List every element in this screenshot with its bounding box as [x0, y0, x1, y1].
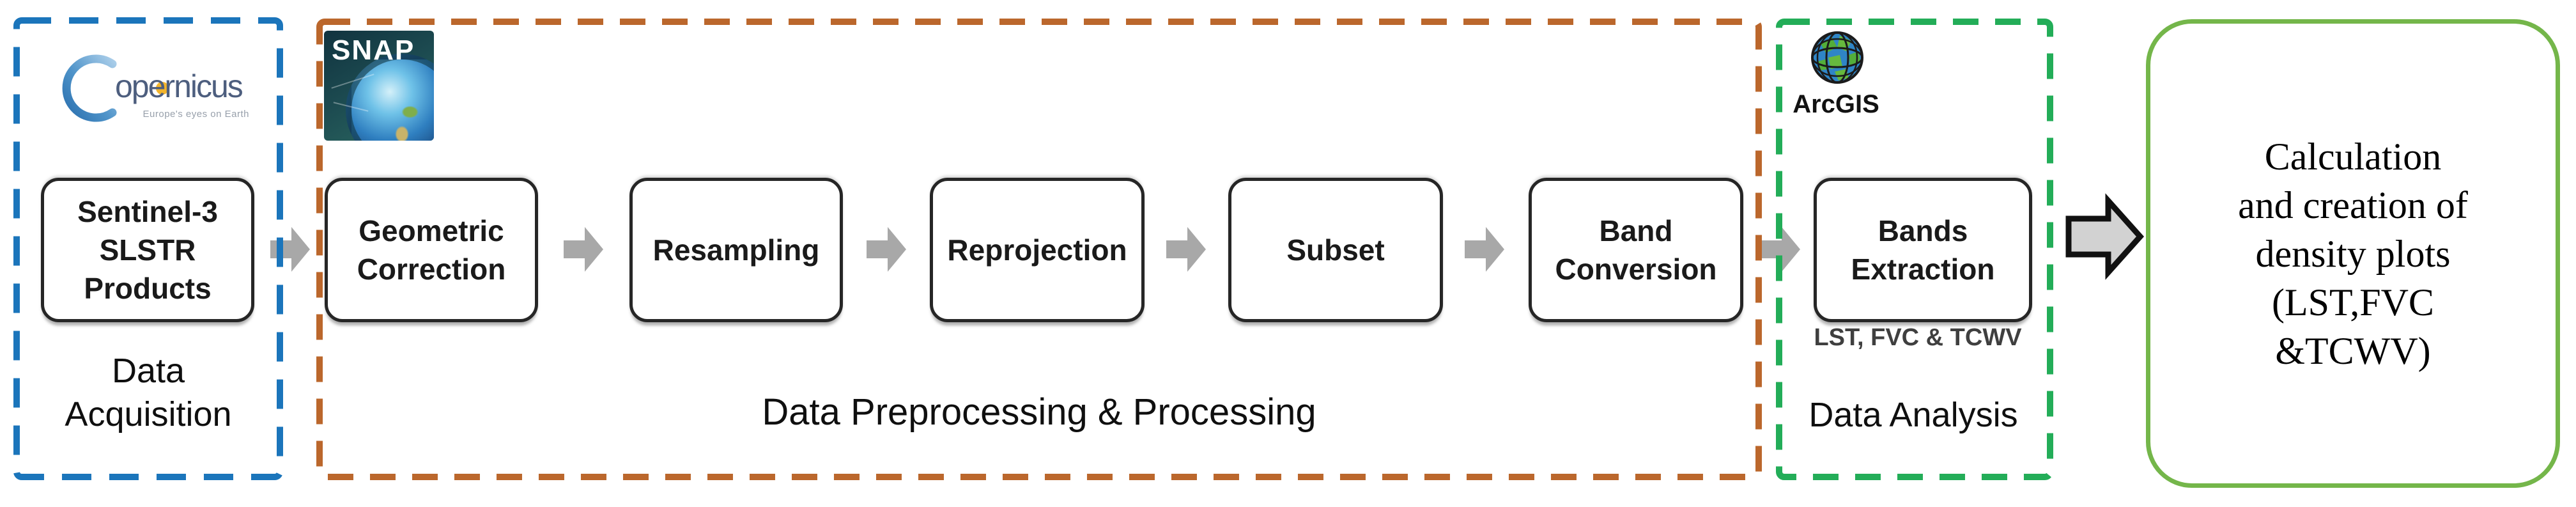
- arcgis-logo: ArcGIS: [1788, 29, 1884, 120]
- analysis-dashed-border: [1776, 19, 2053, 480]
- flow-arrow-3-icon: [867, 227, 906, 272]
- snap-logo: SNAP: [324, 31, 434, 141]
- output-text-line: Calculation: [2264, 135, 2442, 178]
- step-sentinel3-slstr-products: Sentinel-3 SLSTR Products: [41, 178, 254, 322]
- step-label-line: Reprojection: [947, 233, 1127, 267]
- bands-extraction-sublabel: LST, FVC & TCWV: [1814, 324, 2022, 351]
- acquisition-section-label: Data Acquisition: [14, 349, 282, 436]
- copernicus-arc-icon: [62, 54, 117, 122]
- step-label-line: SLSTR: [99, 233, 196, 267]
- snap-globe-icon: [346, 54, 434, 141]
- output-text-line: and creation of: [2238, 183, 2468, 226]
- snap-wordmark: SNAP: [332, 35, 415, 66]
- acquisition-dashed-border: [13, 17, 283, 480]
- output-text: Calculation and creation of density plot…: [2238, 132, 2468, 375]
- output-box: Calculation and creation of density plot…: [2146, 19, 2560, 488]
- flow-arrow-4-icon: [1166, 227, 1206, 272]
- copernicus-logo: opernicus Europe's eyes on Earth: [59, 49, 251, 124]
- step-label-line: Conversion: [1555, 253, 1717, 286]
- step-reprojection: Reprojection: [930, 178, 1145, 322]
- step-label-line: Band: [1599, 214, 1673, 247]
- flow-arrows: [270, 227, 1800, 272]
- flow-arrow-5-icon: [1465, 227, 1504, 272]
- step-label-line: Extraction: [1851, 253, 1995, 286]
- arcgis-globe-icon: [1809, 29, 1865, 89]
- step-label-line: Sentinel-3: [77, 195, 218, 228]
- step-label-line: Subset: [1286, 233, 1385, 267]
- acquisition-label-line: Acquisition: [65, 395, 232, 433]
- flow-arrow-2-icon: [564, 227, 603, 272]
- step-subset: Subset: [1228, 178, 1443, 322]
- processing-dashed-border: [316, 19, 1762, 480]
- big-arrow-icon: [2065, 193, 2145, 280]
- step-geometric-correction: Geometric Correction: [325, 178, 538, 322]
- analysis-section-label: Data Analysis: [1809, 396, 2018, 434]
- copernicus-wordmark: opernicus: [115, 68, 243, 104]
- step-label-line: Products: [84, 272, 212, 305]
- output-text-line: &TCWV): [2275, 329, 2431, 372]
- arcgis-wordmark: ArcGIS: [1793, 90, 1879, 118]
- step-label-line: Bands: [1878, 214, 1968, 247]
- step-resampling: Resampling: [629, 178, 843, 322]
- flow-arrow-6-icon: [1761, 227, 1800, 272]
- step-label-line: Correction: [357, 253, 506, 286]
- output-text-line: density plots: [2255, 232, 2451, 275]
- step-label-line: Geometric: [359, 214, 504, 247]
- processing-section-label: Data Preprocessing & Processing: [762, 391, 1316, 433]
- acquisition-label-line: Data: [111, 352, 185, 390]
- step-band-conversion: Band Conversion: [1529, 178, 1743, 322]
- copernicus-tagline: Europe's eyes on Earth: [143, 109, 249, 120]
- step-bands-extraction: Bands Extraction: [1814, 178, 2032, 322]
- copernicus-dot-icon: [156, 82, 169, 95]
- output-text-line: (LST,FVC: [2272, 281, 2434, 324]
- step-label-line: Resampling: [652, 233, 820, 267]
- flow-arrow-1-icon: [270, 227, 310, 272]
